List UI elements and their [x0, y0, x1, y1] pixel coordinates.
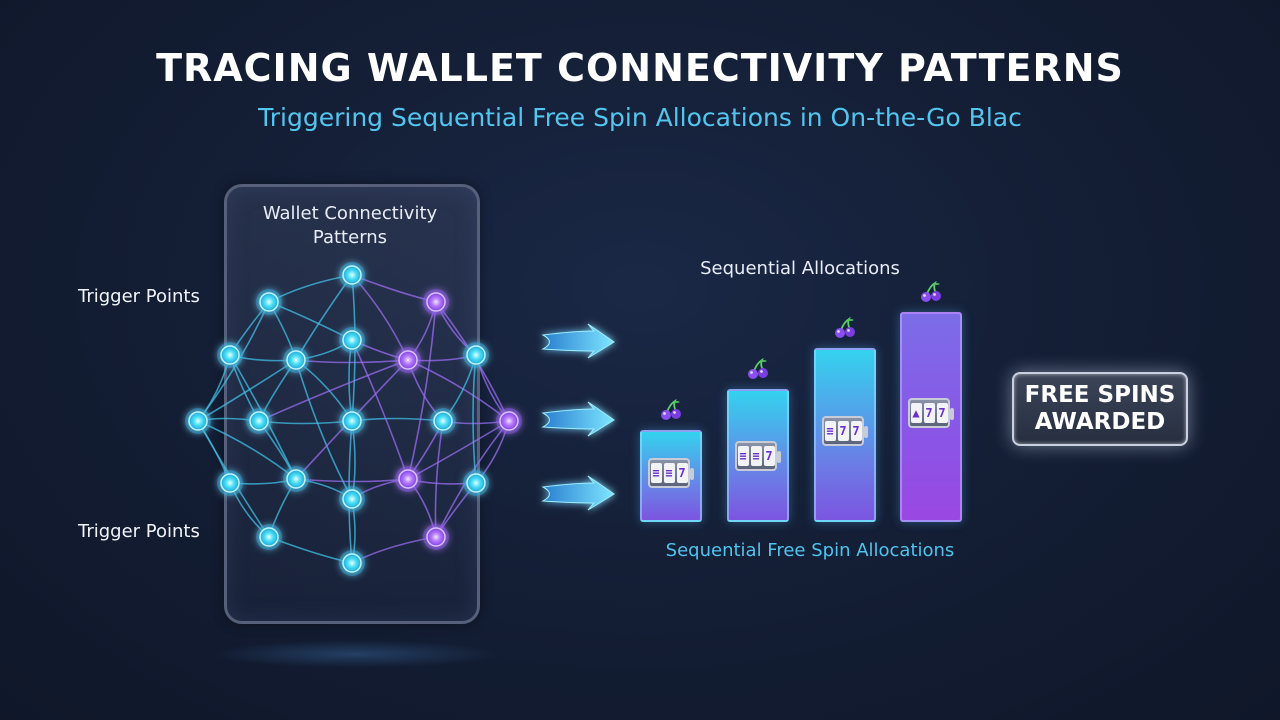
network-node [283, 347, 309, 373]
network-node [339, 486, 365, 512]
network-node [246, 408, 272, 434]
network-edge [295, 478, 409, 483]
phone-shadow-glow [210, 640, 500, 668]
network-node [339, 550, 365, 576]
arrow-icon [541, 401, 615, 437]
slot-machine-icon: ≡≡7 [735, 441, 781, 471]
trigger-points-label-top: Trigger Points [78, 286, 200, 307]
network-edge [407, 301, 437, 480]
network-node [423, 289, 449, 315]
network-edge [295, 359, 409, 364]
slot-reel: 7 [676, 463, 688, 483]
slot-reel: ≡ [750, 446, 762, 466]
arrow-icon [541, 323, 615, 359]
network-node [339, 262, 365, 288]
slot-reel: 7 [837, 421, 849, 441]
slot-reel: ≡ [824, 421, 836, 441]
network-node [217, 470, 243, 496]
slot-reel: ≡ [650, 463, 662, 483]
slot-machine-icon: ≡≡7 [648, 458, 694, 488]
page-title: TRACING WALLET CONNECTIVITY PATTERNS [156, 46, 1124, 90]
network-edge [258, 359, 409, 422]
network-edge [351, 417, 444, 422]
network-edge [472, 354, 477, 484]
sequential-allocations-label: Sequential Allocations [700, 258, 900, 279]
network-edge [295, 359, 353, 500]
network-node [185, 408, 211, 434]
network-node [339, 408, 365, 434]
sequential-free-spin-label: Sequential Free Spin Allocations [665, 540, 955, 561]
network-node [496, 408, 522, 434]
network-node [283, 466, 309, 492]
network-edge [434, 420, 444, 538]
cherry-icon [833, 316, 857, 344]
badge-line-2: AWARDED [1034, 409, 1166, 435]
slot-reel: 7 [936, 403, 948, 423]
network-edge [351, 536, 437, 564]
network-node [395, 466, 421, 492]
network-node [395, 347, 421, 373]
slot-reel: ≡ [737, 446, 749, 466]
page-subtitle: Triggering Sequential Free Spin Allocati… [258, 103, 1022, 132]
arrow-icon [541, 475, 615, 511]
cherry-icon [746, 357, 770, 385]
slot-reel: 7 [923, 403, 935, 423]
slot-lever [690, 468, 694, 480]
network-edge [351, 339, 409, 480]
network-node [256, 289, 282, 315]
slot-reel: 7 [850, 421, 862, 441]
badge-line-1: FREE SPINS [1024, 382, 1176, 408]
network-edge [407, 420, 510, 480]
network-node [339, 327, 365, 353]
network-edge [268, 274, 353, 303]
slot-lever [777, 451, 781, 463]
network-node [423, 524, 449, 550]
network-node [430, 408, 456, 434]
network-node [217, 342, 243, 368]
network-edge [268, 301, 353, 341]
network-node [256, 524, 282, 550]
slot-reel: ▲ [910, 403, 922, 423]
free-spins-awarded-badge: FREE SPINS AWARDED [1012, 372, 1188, 446]
slot-reel: 7 [763, 446, 775, 466]
network-edge [258, 420, 353, 425]
network-edge [268, 536, 353, 564]
network-node [463, 470, 489, 496]
phone-panel-label: Wallet Connectivity Patterns [262, 203, 438, 248]
network-nodes [185, 262, 522, 576]
slot-lever [864, 426, 868, 438]
trigger-points-label-bottom: Trigger Points [78, 521, 200, 542]
cherry-icon [919, 280, 943, 308]
network-node [463, 342, 489, 368]
slot-lever [950, 408, 954, 420]
flow-arrows [541, 323, 615, 511]
slot-reel: ≡ [663, 463, 675, 483]
cherry-icon [659, 398, 683, 426]
